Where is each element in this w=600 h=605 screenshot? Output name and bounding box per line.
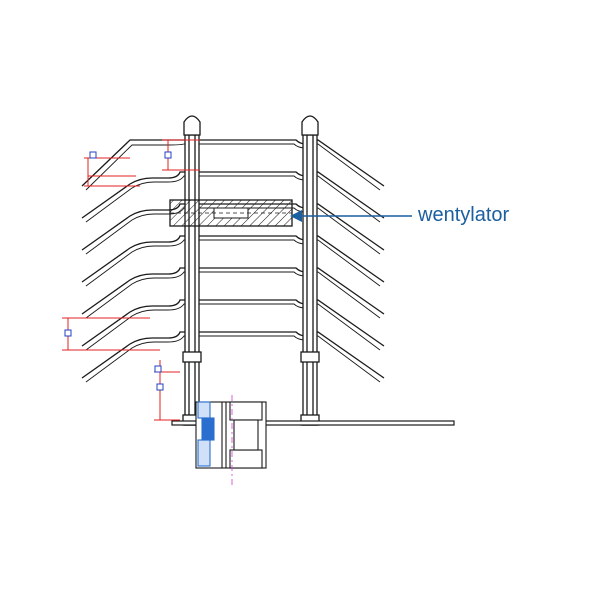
louver-stack [81, 139, 385, 383]
fan-callout-arrow [290, 210, 412, 222]
base-plate [171, 420, 455, 426]
louver-plate-inner-edge [85, 303, 381, 351]
louver-plate [81, 235, 385, 283]
louver-plate [81, 299, 385, 347]
cable-gland [195, 401, 267, 469]
louver-plate [81, 331, 385, 379]
louver-plate [81, 267, 385, 315]
louver-plate-inner-edge [85, 143, 381, 191]
dimension-markers [64, 151, 172, 391]
fan-callout-label: wentylator [418, 204, 510, 226]
louver-plate [81, 139, 385, 187]
louver-plate-inner-edge [85, 335, 381, 383]
louver-plate [81, 171, 385, 219]
louver-plate-inner-edge [85, 175, 381, 223]
fan-body [169, 199, 293, 227]
louver-plate-inner-edge [85, 239, 381, 287]
louver-plate-inner-edge [85, 271, 381, 319]
